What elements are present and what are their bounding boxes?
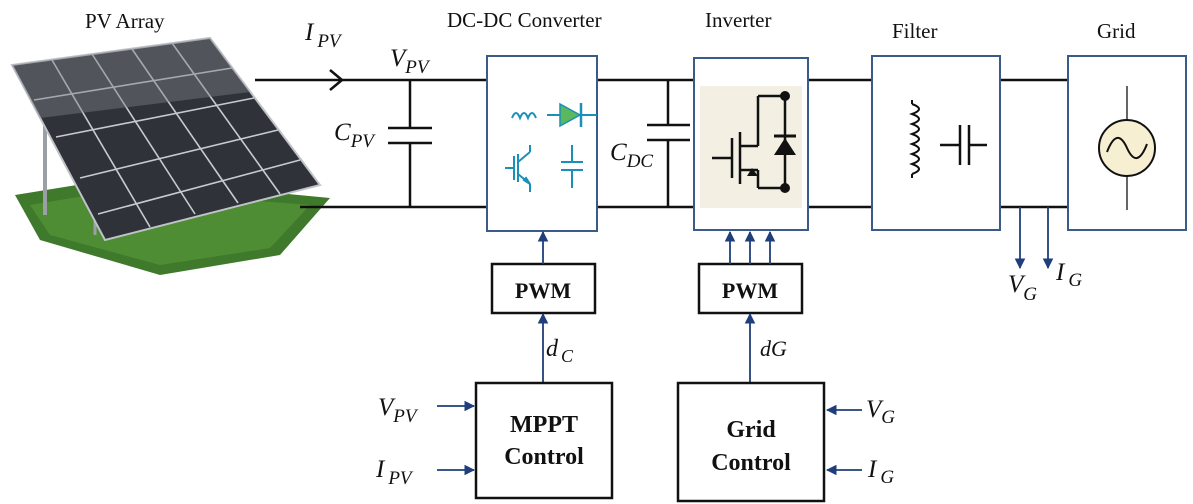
grid-control-label-line2: Control	[711, 450, 791, 476]
igbt-icon	[712, 94, 787, 190]
grid-v-g-input-label: VG	[866, 396, 895, 428]
inverter-label: Inverter	[705, 8, 771, 32]
grid-control-label-line1: Grid	[726, 417, 776, 443]
grid-label: Grid	[1097, 19, 1136, 43]
dcdc-converter-label: DC-DC Converter	[447, 8, 602, 32]
ac-source-icon	[1098, 119, 1156, 177]
pwm-left-label: PWM	[515, 278, 571, 303]
grid-control-block	[676, 381, 826, 503]
solar-panel-icon	[10, 36, 330, 275]
pwm-right-label: PWM	[722, 278, 778, 303]
inductor-icon	[511, 112, 537, 121]
c-pv-label: CPV	[334, 119, 376, 152]
mppt-control-block	[474, 381, 614, 500]
pv-array-label: PV Array	[85, 9, 165, 33]
mppt-label-line1: MPPT	[510, 412, 578, 438]
inductor-icon	[909, 100, 920, 178]
mppt-label-line2: Control	[504, 444, 584, 470]
igbt-icon	[505, 145, 531, 192]
dcdc-converter-block	[486, 55, 598, 232]
v-pv-label: VPV	[390, 45, 431, 78]
d-g-label: dG	[760, 336, 787, 361]
pwm-right-block	[697, 262, 804, 315]
c-dc-label: CDC	[610, 139, 653, 172]
capacitor-icon	[561, 145, 583, 188]
capacitor-icon	[940, 125, 987, 165]
v-g-label: VG	[1008, 271, 1037, 305]
mppt-v-pv-input-label: VPV	[378, 394, 419, 427]
filter-block	[871, 55, 1001, 231]
filter-label: Filter	[892, 19, 938, 43]
diode-icon	[547, 102, 597, 128]
